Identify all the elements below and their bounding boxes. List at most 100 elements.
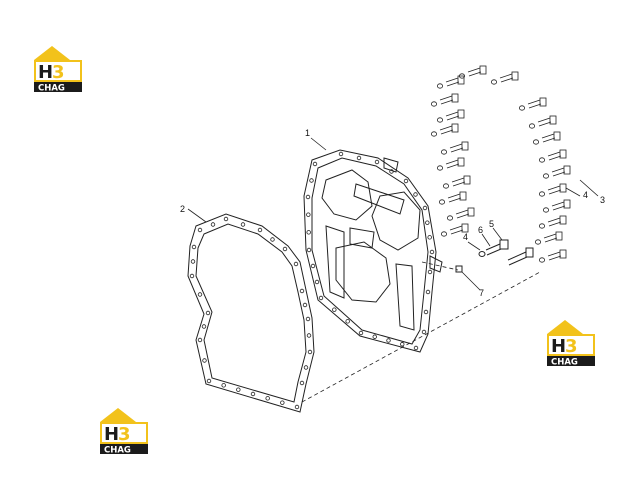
bolt-head [539,97,547,107]
gasket-hole [265,396,270,401]
cover-hole [314,279,320,285]
gasket-hole [303,365,309,370]
washer [543,207,550,213]
bolt-shank [439,125,453,131]
logo-number: 3 [118,424,131,445]
bolt-shank [440,129,454,135]
bolt-shank [548,221,562,227]
cover-hole [312,161,318,167]
brand-logo-top-left: H 3 CHAG [30,42,84,94]
gasket-hole [257,227,263,233]
callout-5: 5 [489,219,494,229]
washer [519,105,526,111]
bolt-head [451,123,459,133]
cover-hole [345,319,350,324]
logo-roof-icon [547,320,583,334]
bolt-head [457,157,465,167]
gasket-hole [197,227,203,233]
washer [430,131,437,137]
washer [438,199,445,205]
gasket-bolt-holes [189,216,313,410]
gasket-hole [307,349,313,355]
cover-plate-part-1 [303,149,443,353]
cover-hole [338,151,344,157]
washer [539,223,546,229]
cover-hole [413,345,419,351]
cover-hole [413,192,418,197]
gasket-hole [294,404,300,410]
washer [440,231,447,237]
bolt-shank [448,197,462,203]
logo-letter: H [551,336,566,357]
callout-2: 2 [180,204,185,214]
bolt-shank [528,103,542,109]
cover-bolt-holes [305,151,435,351]
bolt-shank [552,205,566,211]
washer [490,79,497,85]
bolt-head [563,199,571,209]
bolt-shank [446,163,460,169]
bolt-shank [543,233,557,239]
bolt-shank [499,73,513,79]
bolt-shank [547,217,561,223]
cover-hole [423,309,429,315]
bolt-shank [445,77,459,83]
bolt-head [555,231,563,241]
cover-hole [403,178,409,184]
callout-7: 7 [479,288,484,298]
gasket-hole [202,358,207,363]
bolt-head [457,75,465,85]
bolt-head [467,207,475,217]
cover-hole [306,230,311,235]
bolt-shank [500,77,514,83]
cover-hole [309,178,314,183]
bolt-shank [538,121,552,127]
gasket-hole [206,378,212,384]
bolt-shank [447,193,461,199]
logo-number: 3 [52,62,65,83]
bolt-head [451,93,459,103]
bolt-shank [542,137,556,143]
gasket-hole [223,216,229,222]
bolt-shank [467,67,481,73]
washer [529,123,536,129]
cover-hole [356,155,362,161]
washer [535,239,542,245]
cover-hole [310,263,316,269]
bolt-shank [451,177,465,183]
callout-3: 3 [600,195,605,205]
bolt-head [461,141,469,151]
gasket-hole [189,273,195,279]
cover-hole [425,220,430,225]
bolt-shank [552,171,566,177]
washer [430,101,437,107]
cover-hole [318,295,324,301]
cover-hole [306,212,311,217]
bolt-shank [541,133,555,139]
bolt-shank [449,143,463,149]
logo-letter: H [38,62,53,83]
cover-hole [372,334,377,339]
washer [436,117,443,123]
cover-hole [358,330,364,336]
bolt-head [463,175,471,185]
gasket-hole [280,400,285,405]
bolt-shank [450,229,464,235]
gasket-part-2 [187,213,315,413]
callout-1: 1 [305,128,310,138]
cover-hole [389,169,394,174]
washer [533,139,540,145]
gasket-hole [221,383,226,388]
cover-hole [427,269,433,275]
gasket-hole [299,288,305,294]
bolt-shank [452,181,466,187]
bolt-shank [445,159,459,165]
bolt-head [457,109,465,119]
bolt-shank [450,147,464,153]
gasket-hole [293,261,299,267]
bolt-head [511,71,519,81]
bolt-shank [456,213,470,219]
bolt-shank [527,99,541,105]
bolt-shank [547,251,561,257]
bolt-shank [446,81,460,87]
